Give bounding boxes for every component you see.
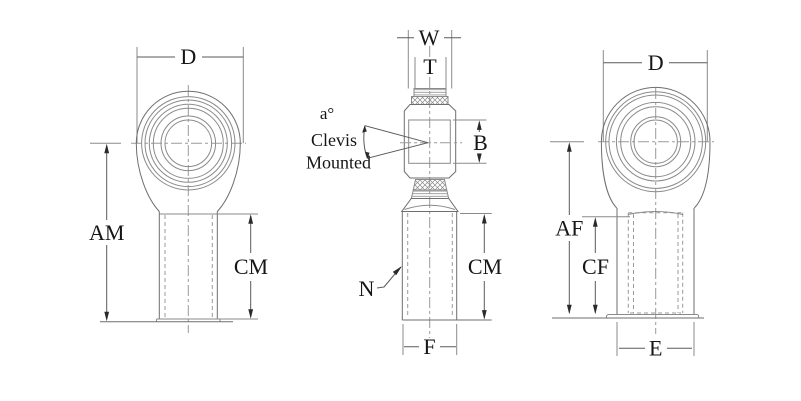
dim-label-cf: CF: [582, 254, 609, 279]
view-female-rod-end-front: D AF CF E: [550, 50, 714, 361]
view-male-rod-end-front: D AM CM: [89, 44, 268, 333]
dim-label-cm-middle: CM: [468, 254, 502, 279]
dim-label-e: E: [649, 336, 662, 361]
note-label-mounted: Mounted: [306, 153, 371, 173]
dim-label-d-left: D: [180, 44, 196, 69]
dim-label-f: F: [423, 334, 435, 359]
dim-label-cm-left: CM: [234, 254, 268, 279]
dim-label-n: N: [359, 276, 375, 301]
view-male-rod-end-side: W T a° Clevis Mounted B: [306, 25, 502, 359]
dim-label-t: T: [423, 54, 437, 79]
dim-label-af: AF: [555, 216, 583, 241]
note-label-angle: a°: [320, 104, 334, 123]
dim-label-b: B: [473, 130, 488, 155]
note-label-clevis: Clevis: [311, 130, 357, 150]
dim-label-d-right: D: [648, 50, 664, 75]
dim-label-am: AM: [89, 220, 124, 245]
dim-label-w: W: [419, 25, 440, 50]
